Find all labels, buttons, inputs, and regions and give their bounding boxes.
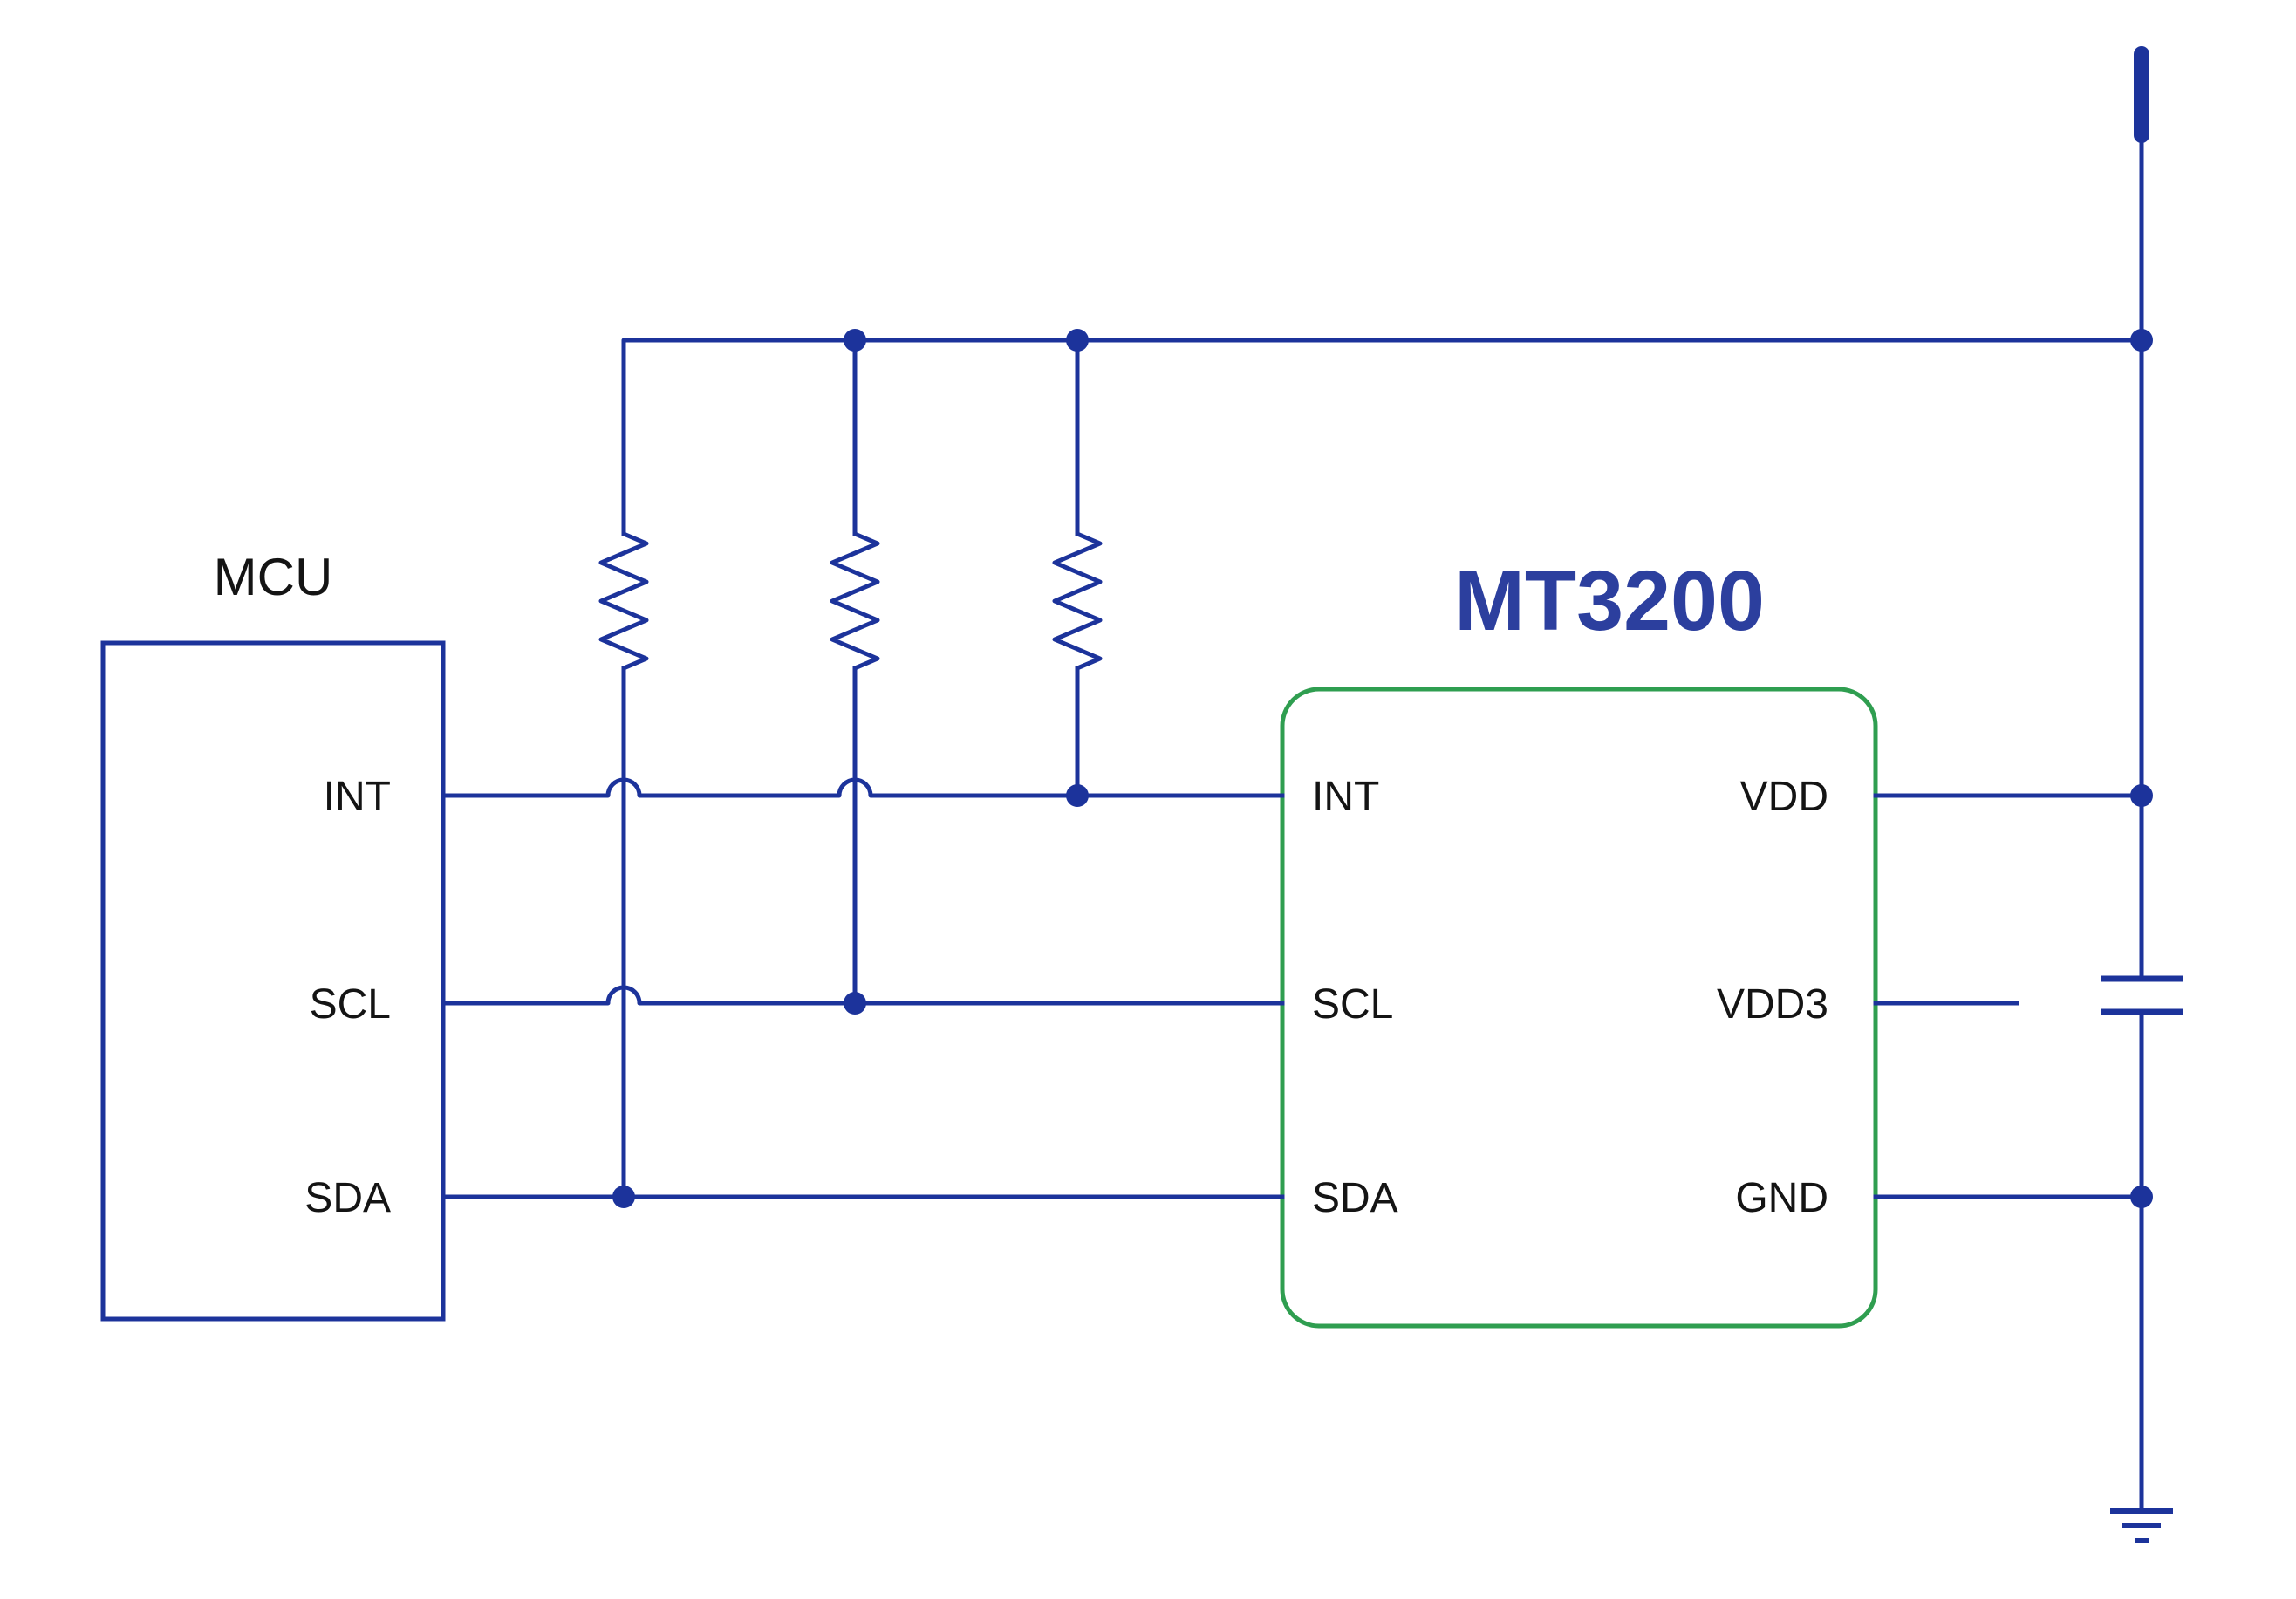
junction-dot: [844, 992, 866, 1015]
resistor-icon-sda: [598, 531, 649, 671]
junction-dot: [2130, 784, 2153, 807]
junction-dot: [2130, 1186, 2153, 1208]
chip-title: MT3200: [1454, 553, 1765, 648]
junction-dot: [612, 1186, 635, 1208]
ground-icon: [2110, 1508, 2173, 1543]
junction-dot: [1066, 784, 1089, 807]
int-wire: [441, 777, 1285, 798]
mcu-pin-scl: SCL: [310, 981, 391, 1028]
chip-block: MT3200 INT SCL SDA VDD VDD3 GND: [1280, 553, 1878, 1329]
junction-dot: [844, 329, 866, 352]
junction-dot: [1066, 329, 1089, 352]
capacitor-icon: [2101, 975, 2183, 1015]
resistor-icon-scl: [830, 531, 880, 671]
chip-pin-scl: SCL: [1312, 981, 1393, 1028]
vdd-top-rail: [621, 338, 2144, 536]
chip-pin-sda: SDA: [1312, 1175, 1398, 1221]
junction-dot: [2130, 329, 2153, 352]
chip-pin-vdd3: VDD3: [1717, 981, 1828, 1028]
chip-pin-gnd: GND: [1735, 1175, 1828, 1221]
mcu-pin-int: INT: [324, 774, 391, 820]
mcu-pin-sda: SDA: [304, 1175, 391, 1221]
junction-dots: [612, 329, 2153, 1208]
resistor-icon-int: [1052, 531, 1103, 671]
mcu-box: [100, 640, 446, 1322]
mcu-label: MCU: [214, 548, 333, 606]
mcu-block: MCU INT SCL SDA: [100, 548, 446, 1322]
chip-pin-int: INT: [1312, 774, 1379, 820]
chip-pin-vdd: VDD: [1740, 774, 1828, 820]
wires: [441, 139, 2144, 1514]
chip-box: [1280, 687, 1878, 1329]
